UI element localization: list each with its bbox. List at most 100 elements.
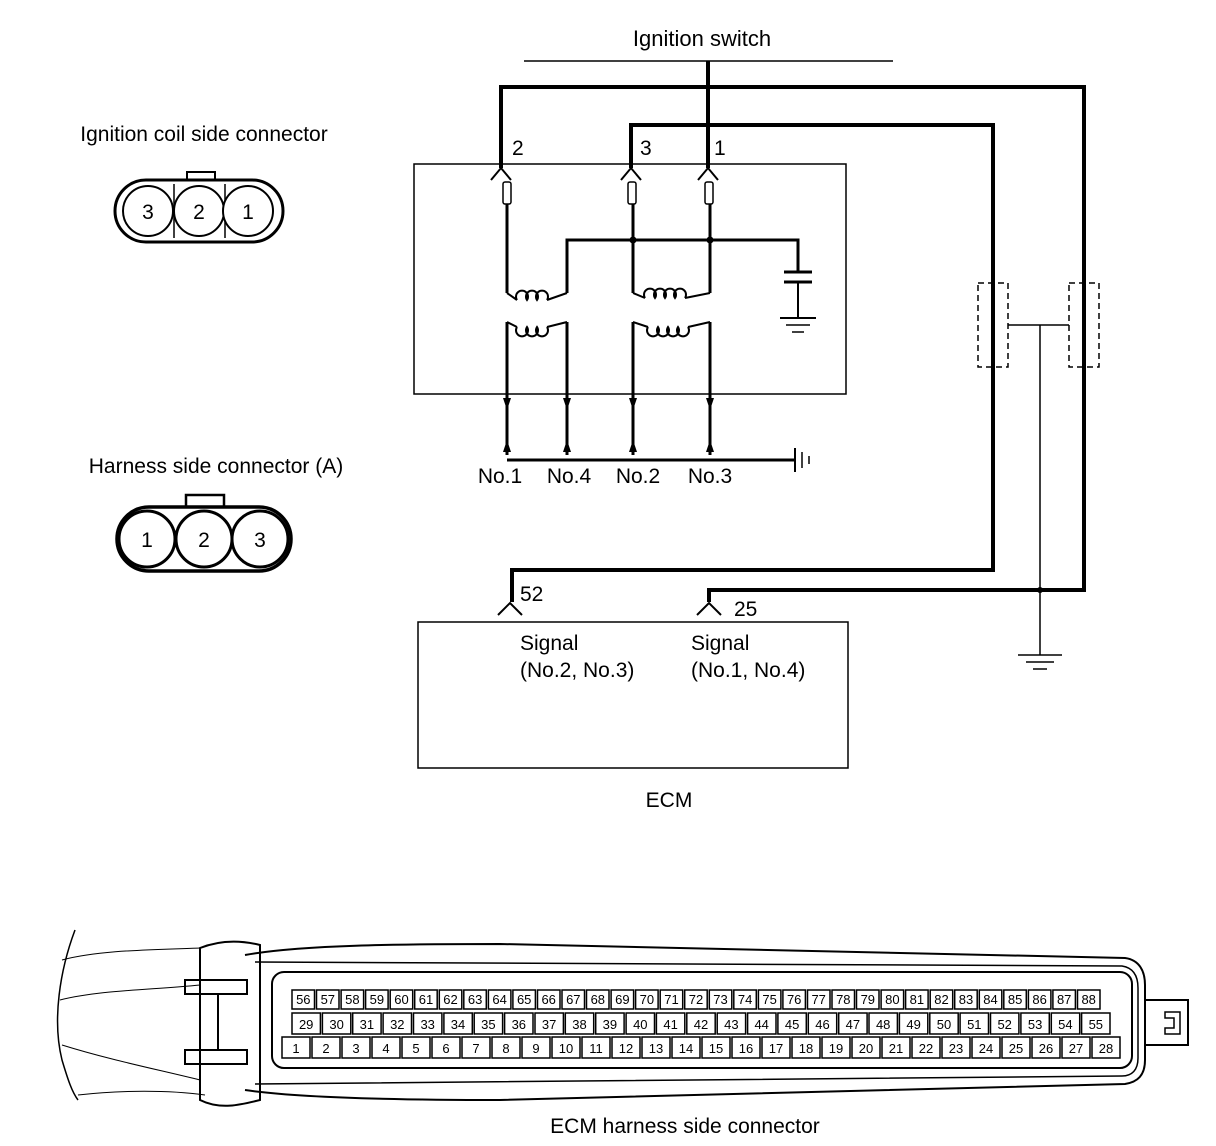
coil-pin-label: 1: [242, 201, 254, 224]
ignition-coil-box: [413, 163, 847, 395]
secondary-winding-b: [632, 321, 711, 338]
ecm-pin-label: 79: [861, 992, 875, 1007]
ecm-pin-cell: [473, 1012, 504, 1035]
ecm-pin-label: 84: [983, 992, 997, 1007]
ecm-pin-label: 32: [390, 1017, 404, 1032]
ecm-pin-cell: [686, 1012, 716, 1035]
noise-suppressor: [977, 282, 1100, 655]
ecm-pin-label: 68: [591, 992, 605, 1007]
ecm-pin-label: 43: [724, 1017, 738, 1032]
plug-label-no2: No.2: [616, 465, 660, 488]
ecm-pin-label: 5: [412, 1041, 419, 1056]
ecm-pin-cell: [503, 1012, 534, 1035]
ecm-pin-cell: [551, 1036, 581, 1059]
ground-symbol-right: [1018, 654, 1062, 670]
ecm-pin-label: 35: [481, 1017, 495, 1032]
ecm-pin-label: 86: [1032, 992, 1046, 1007]
ecm-pin-cell: [371, 1036, 401, 1059]
ecm-pin-cell: [461, 1036, 491, 1059]
ecm-pin-label: 73: [713, 992, 727, 1007]
ecm-pin-cell: [1091, 1036, 1121, 1059]
ecm-pin-label: 44: [754, 1017, 768, 1032]
ecm-pin-cell: [351, 1012, 382, 1035]
ecm-pin-label: 36: [512, 1017, 526, 1032]
ecm-pin-cell: [564, 1012, 595, 1035]
ecm-pin-label: 83: [959, 992, 973, 1007]
ecm-pin-cell: [594, 1012, 625, 1035]
ecm-pin-label: 28: [1099, 1041, 1113, 1056]
ecm-pin-cell: [641, 1036, 671, 1059]
ecm-pin-cell: [1020, 1012, 1051, 1035]
ecm-pin-cell: [821, 1036, 851, 1059]
ecm-pin-label: 48: [876, 1017, 890, 1032]
ecm-pin-cell: [581, 1036, 611, 1059]
ecm-pin-label: 30: [329, 1017, 343, 1032]
coil-side-connector: [113, 171, 285, 244]
ecm-label: ECM: [646, 789, 693, 812]
ecm-pin-cell: [708, 989, 733, 1010]
ecm-pin-label: 37: [542, 1017, 556, 1032]
ecm-pin-label: 85: [1008, 992, 1022, 1007]
ecm-pin-cell: [806, 989, 831, 1010]
harness-pin-label: 2: [198, 529, 210, 552]
ecm-pin-cell: [757, 989, 782, 1010]
ecm-pin-cell: [761, 1036, 791, 1059]
ecm-pin-cell: [971, 1036, 1001, 1059]
ecm-pin-cell: [413, 989, 438, 1010]
spark-plug-ground-rail: [507, 448, 810, 472]
coil-terminal-markers: [490, 166, 719, 181]
ecm-pin-cell: [671, 1036, 701, 1059]
ecm-pin-label: 7: [472, 1041, 479, 1056]
ecm-pin-label: 57: [321, 992, 335, 1007]
ecm-pin-label: 59: [370, 992, 384, 1007]
ecm-pin-label: 69: [615, 992, 629, 1007]
coil-internal-wiring: [505, 204, 800, 455]
coil-connector-title: Ignition coil side connector: [80, 123, 327, 146]
ecm-pin-label: 27: [1069, 1041, 1083, 1056]
ecm-pin-cell: [837, 1012, 868, 1035]
coil-terminal-2-label: 2: [512, 137, 524, 160]
ecm-signal-b-line2: (No.1, No.4): [691, 659, 805, 682]
coil-output-tips: [503, 398, 714, 452]
ecm-pin-cell: [1080, 1012, 1111, 1035]
ecm-pin-label: 81: [910, 992, 924, 1007]
ecm-pin-cell: [431, 1036, 461, 1059]
ecm-pin-label: 9: [532, 1041, 539, 1056]
ecm-pin-cell: [880, 989, 905, 1010]
ecm-pin-cell: [463, 989, 488, 1010]
ecm-pin-label: 17: [769, 1041, 783, 1056]
ecm-pin-label: 67: [566, 992, 580, 1007]
ecm-pin-label: 82: [934, 992, 948, 1007]
harness-pin-label: 3: [254, 529, 266, 552]
ecm-pin-cell: [655, 1012, 686, 1035]
ecm-pin-cell: [855, 989, 880, 1010]
ecm-pin-label: 8: [502, 1041, 509, 1056]
ecm-signal-a-line2: (No.2, No.3): [520, 659, 634, 682]
ecm-connector-illustration: [56, 929, 1189, 1107]
ecm-pin-cell: [929, 989, 954, 1010]
ecm-signal-a-line1: Signal: [520, 632, 578, 655]
ecm-pin-label: 56: [296, 992, 310, 1007]
ecm-pin-label: 63: [468, 992, 482, 1007]
ecm-pin-label: 58: [345, 992, 359, 1007]
ecm-pin-label: 71: [664, 992, 678, 1007]
ecm-pin-label: 12: [619, 1041, 633, 1056]
ecm-pin-label: 49: [906, 1017, 920, 1032]
ecm-pin-label: 54: [1058, 1017, 1072, 1032]
ecm-pin-label: 21: [889, 1041, 903, 1056]
ecm-pin-label: 6: [442, 1041, 449, 1056]
ecm-pin-cell: [438, 989, 463, 1010]
ecm-pin-cell: [281, 1036, 311, 1059]
ecm-pin-cell: [291, 1012, 322, 1035]
ecm-pin-cell: [683, 989, 708, 1010]
ecm-pin-label: 33: [420, 1017, 434, 1032]
ecm-pin-cell: [382, 1012, 413, 1035]
ecm-pin-cell: [340, 989, 365, 1010]
ecm-pin-label: 53: [1028, 1017, 1042, 1032]
ecm-connector-title: ECM harness side connector: [550, 1115, 820, 1138]
ecm-pin-cell: [1003, 989, 1028, 1010]
ecm-pin-label: 34: [451, 1017, 465, 1032]
ecm-pin-label: 62: [443, 992, 457, 1007]
ecm-pin-cell: [659, 989, 684, 1010]
